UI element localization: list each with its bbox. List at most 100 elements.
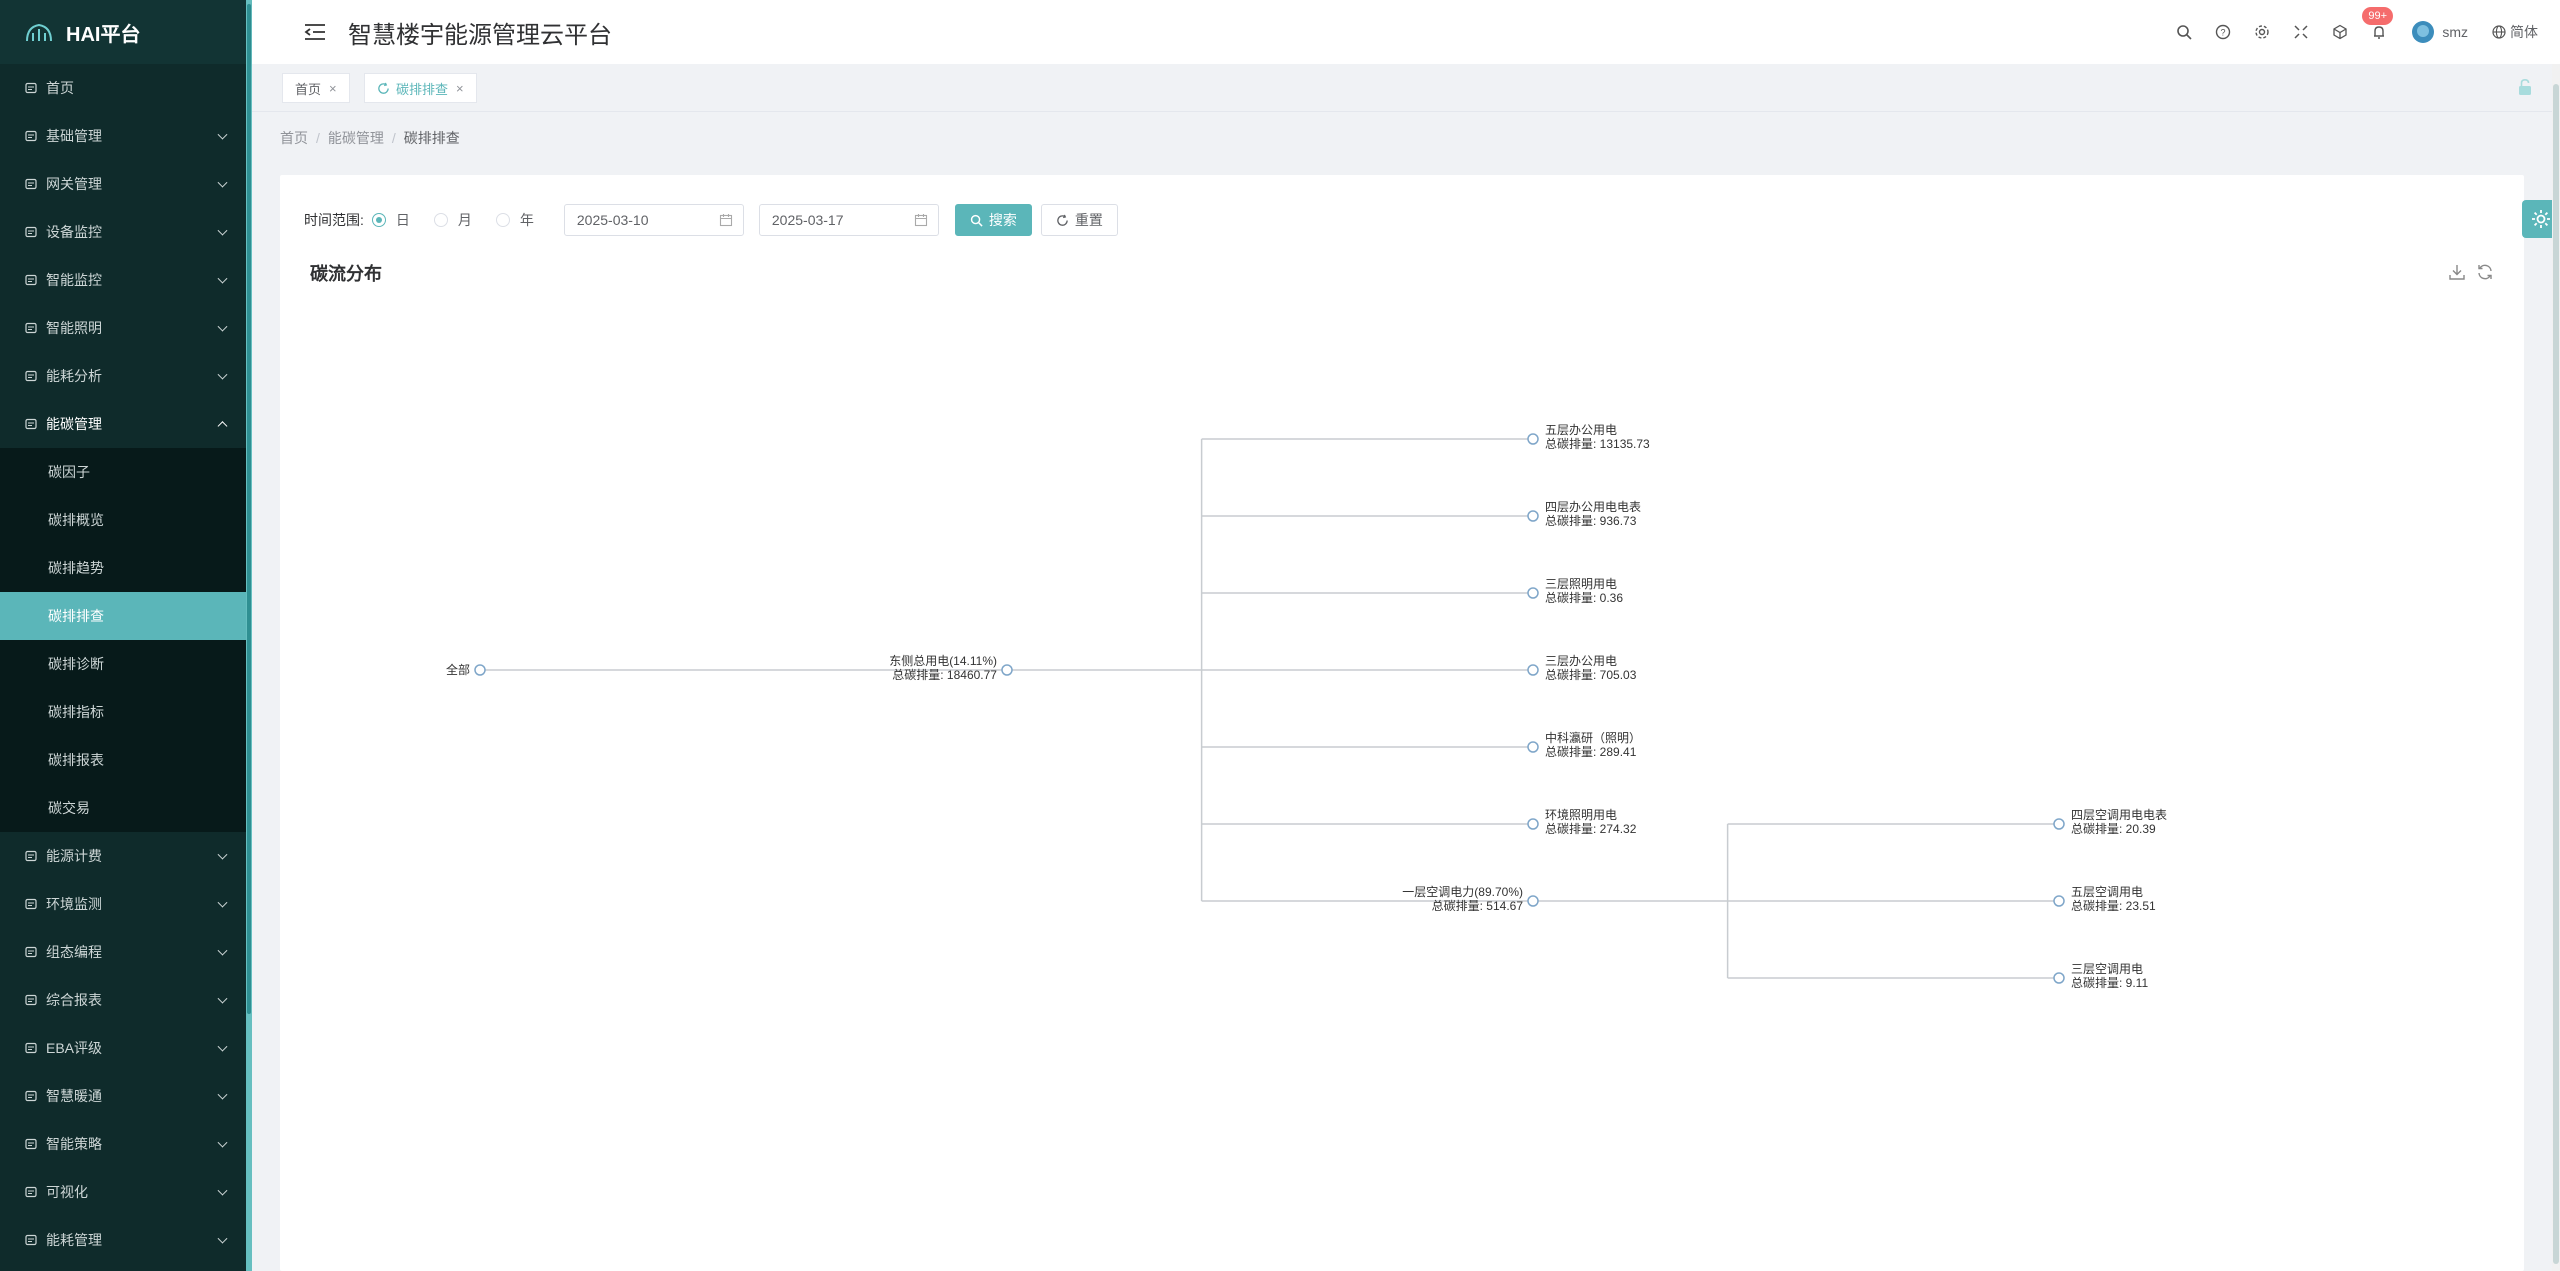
sidebar-item-6[interactable]: 能耗分析: [0, 352, 246, 400]
sidebar-scrollbar[interactable]: [246, 0, 252, 1271]
language-switcher[interactable]: 简体: [2492, 22, 2538, 42]
tree-node-value: 总碳排量: 9.11: [2071, 976, 2148, 990]
sidebar-item-13[interactable]: 智慧暖通: [0, 1072, 246, 1120]
radio-label: 月: [457, 212, 472, 228]
tree-node: [1527, 818, 1539, 830]
radio-month[interactable]: 月: [433, 210, 472, 230]
reset-button[interactable]: 重置: [1040, 204, 1118, 236]
breadcrumb-home[interactable]: 首页: [280, 130, 308, 146]
sidebar-subitem-0[interactable]: 碳因子: [48, 464, 90, 480]
tree-node: [1527, 741, 1539, 753]
sidebar-item-15[interactable]: 可视化: [0, 1168, 246, 1216]
chevron-down-icon: [217, 1137, 228, 1148]
search-icon: [970, 214, 983, 227]
radio-year[interactable]: 年: [495, 210, 534, 230]
sidebar-item-10[interactable]: 组态编程: [0, 928, 246, 976]
search-button-label: 搜索: [988, 212, 1017, 228]
avatar[interactable]: [2412, 21, 2435, 43]
sidebar-subitem-6[interactable]: 碳排报表: [48, 752, 104, 768]
page-scrollbar[interactable]: [2552, 64, 2560, 1271]
radio-day[interactable]: 日: [371, 210, 410, 230]
sidebar-subitem-2[interactable]: 碳排趋势: [48, 560, 104, 576]
page-header-title: 智慧楼宇能源管理云平台: [348, 21, 612, 49]
doc-icon: [24, 1041, 38, 1055]
sidebar-item-label: 智能监控: [46, 272, 102, 288]
refresh-icon: [1057, 214, 1068, 226]
menu-toggle-icon[interactable]: [304, 23, 326, 41]
help-icon[interactable]: ?: [2214, 23, 2232, 41]
lock-icon[interactable]: [2516, 78, 2534, 96]
sidebar-item-label: 智慧暖通: [46, 1088, 102, 1104]
sidebar-item-label: 能耗管理: [46, 1232, 102, 1248]
cube-icon[interactable]: [2331, 23, 2349, 41]
tree-node: [2053, 972, 2065, 984]
start-date-value: 2025-03-10: [576, 212, 649, 228]
sidebar-item-14[interactable]: 智能策略: [0, 1120, 246, 1168]
logo-icon: [26, 23, 52, 42]
breadcrumb-carbon-management[interactable]: 能碳管理: [327, 130, 384, 146]
sidebar-item-label: 首页: [46, 80, 74, 96]
leaf-icon: [24, 897, 38, 911]
tree-node: [2053, 895, 2065, 907]
sidebar-item-label: 能耗分析: [46, 368, 102, 384]
sidebar-subitem-1[interactable]: 碳排概览: [48, 512, 104, 528]
tree-node-name: 中科瀛研（照明）: [1545, 730, 1641, 745]
filter-row: 时间范围: 日 月 年 2025-03-10 2025-03-17 搜索 重置: [304, 204, 1118, 236]
sidebar-item-16[interactable]: 能耗管理: [0, 1216, 246, 1264]
chevron-down-icon: [217, 225, 228, 236]
sidebar-item-9[interactable]: 环境监测: [0, 880, 246, 928]
settings-gear-icon[interactable]: [2253, 23, 2271, 41]
brand-logo[interactable]: HAI平台: [0, 0, 246, 64]
sidebar-item-label: 环境监测: [46, 896, 102, 912]
close-icon[interactable]: ×: [456, 80, 464, 96]
end-date-input[interactable]: 2025-03-17: [758, 204, 939, 236]
sidebar-subitem-5[interactable]: 碳排指标: [48, 704, 104, 720]
sidebar-item-12[interactable]: EBA评级: [0, 1024, 246, 1072]
close-icon[interactable]: ×: [329, 80, 337, 96]
sidebar-item-label: EBA评级: [46, 1040, 103, 1056]
fullscreen-icon[interactable]: [2292, 23, 2310, 41]
chart-icon: [24, 369, 38, 383]
calendar-icon: [914, 214, 927, 227]
notification-bell-icon[interactable]: 99+: [2362, 7, 2393, 41]
tab-home[interactable]: 首页 ×: [282, 73, 350, 103]
sidebar-item-11[interactable]: 综合报表: [0, 976, 246, 1024]
sidebar-item-label: 能源计费: [46, 848, 102, 864]
sidebar-item-7[interactable]: 能碳管理: [0, 400, 246, 448]
sidebar-item-1[interactable]: 基础管理: [0, 112, 246, 160]
bulb-icon: [24, 321, 38, 335]
sidebar-item-2[interactable]: 网关管理: [0, 160, 246, 208]
download-icon[interactable]: [2448, 263, 2466, 281]
refresh-icon[interactable]: [377, 82, 390, 95]
tabs-bar: 首页 × 碳排排查 ×: [252, 64, 2560, 112]
sidebar-item-8[interactable]: 能源计费: [0, 832, 246, 880]
sidebar-item-3[interactable]: 设备监控: [0, 208, 246, 256]
search-button[interactable]: 搜索: [954, 204, 1032, 236]
sidebar-subitem-3[interactable]: 碳排排查: [0, 592, 246, 640]
refresh-icon[interactable]: [2476, 263, 2494, 281]
sidebar-item-label: 综合报表: [46, 992, 102, 1008]
tree-node-name: 东侧总用电(14.11%): [889, 654, 997, 668]
sidebar-item-5[interactable]: 智能照明: [0, 304, 246, 352]
radio-indicator: [371, 213, 386, 227]
chevron-down-icon: [217, 1041, 228, 1052]
tree-node-value: 总碳排量: 936.73: [1545, 514, 1637, 528]
sidebar-item-0[interactable]: 首页: [0, 64, 246, 112]
sidebar-item-label: 网关管理: [46, 176, 102, 192]
chevron-down-icon: [217, 1185, 228, 1196]
start-date-input[interactable]: 2025-03-10: [563, 204, 744, 236]
language-label: 简体: [2510, 24, 2538, 40]
tab-carbon-check[interactable]: 碳排排查 ×: [364, 73, 477, 103]
sidebar-subitem-7[interactable]: 碳交易: [48, 800, 90, 816]
username[interactable]: smz: [2442, 24, 2468, 40]
tree-node-name: 五层办公用电: [1545, 422, 1617, 437]
sidebar-subitem-4[interactable]: 碳排诊断: [48, 656, 104, 672]
monitor-icon: [24, 225, 38, 239]
fan-icon: [24, 1089, 38, 1103]
chevron-down-icon: [217, 897, 228, 908]
sidebar-item-label: 能碳管理: [46, 416, 102, 432]
search-icon[interactable]: [2175, 23, 2193, 41]
sidebar-item-label: 组态编程: [46, 944, 102, 960]
sidebar-item-4[interactable]: 智能监控: [0, 256, 246, 304]
